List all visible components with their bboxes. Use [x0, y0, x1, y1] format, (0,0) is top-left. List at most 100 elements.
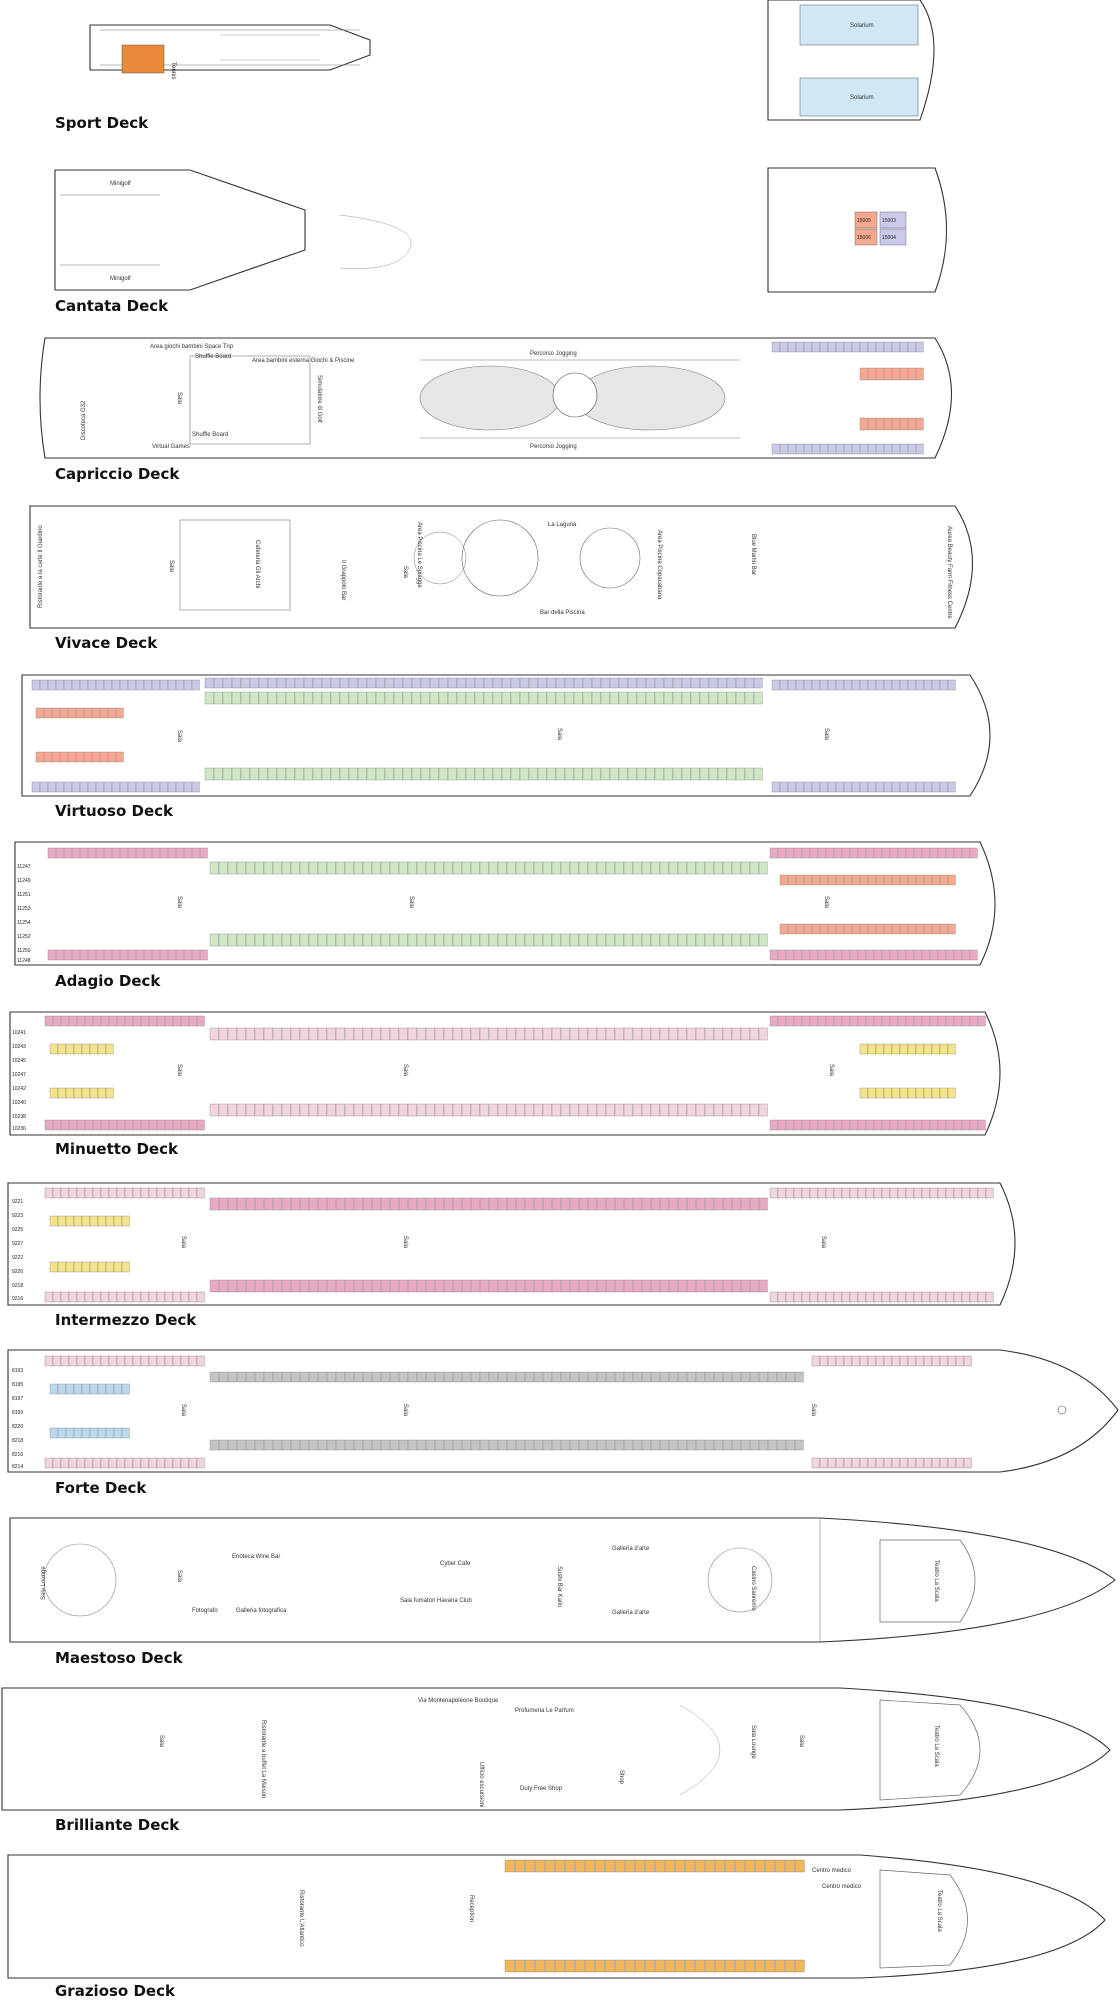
- capriccio-sala-label: Sala: [176, 392, 182, 405]
- stern-cabin-label: 10236: [12, 1126, 26, 1132]
- cabin-cell: [113, 1215, 122, 1227]
- cabin-cell: [859, 679, 868, 691]
- cabin-cell: [65, 1383, 74, 1395]
- cabin-cell: [75, 751, 84, 763]
- cabin-cell: [897, 1187, 906, 1199]
- cabin-cell: [44, 1291, 53, 1303]
- cabin-cell: [183, 949, 192, 961]
- cabin-cell: [111, 949, 120, 961]
- cabin-cell: [156, 1119, 165, 1131]
- deck-title-cantata: Cantata Deck: [55, 297, 169, 315]
- cabin-cell: [108, 1291, 117, 1303]
- cabin-cell: [276, 677, 286, 689]
- cabin-cell: [47, 949, 56, 961]
- cabin-cell: [694, 1959, 705, 1973]
- stern-cabin-label: 10242: [12, 1086, 26, 1092]
- profumeria-label: Profumeria Le Parfum: [515, 1708, 574, 1714]
- cabin-cell: [803, 679, 812, 691]
- cabin-cell: [851, 1355, 860, 1367]
- cabin-cell: [897, 1015, 906, 1027]
- deck-title-adagio: Adagio Deck: [55, 972, 161, 990]
- cabin-cell: [605, 861, 615, 875]
- cabin-cell: [52, 1119, 61, 1131]
- stern-cabin-label: 9222: [12, 1255, 23, 1261]
- cabin-cell: [299, 861, 309, 875]
- cabin-cell: [731, 933, 741, 947]
- stern-cabin-label: 10240: [12, 1100, 26, 1106]
- cabin-15006: [854, 228, 878, 246]
- cabin-cell: [115, 751, 124, 763]
- cabin-cell: [384, 691, 394, 705]
- cabin-cell: [60, 1457, 69, 1469]
- cabin-cell: [92, 1291, 101, 1303]
- cabin-cell: [380, 1197, 390, 1211]
- cabin-cell: [111, 781, 120, 793]
- cabin-cell: [913, 1015, 922, 1027]
- cabin-cell: [218, 1371, 228, 1383]
- cabin-cell: [148, 1015, 157, 1027]
- cabin-cell: [650, 1197, 660, 1211]
- cabin-cell: [519, 767, 529, 781]
- cabin-cell: [366, 677, 376, 689]
- cabin-cell: [321, 677, 331, 689]
- cabin-cell: [371, 1027, 381, 1041]
- cabin-cell: [955, 1457, 964, 1469]
- cabin-cell: [353, 1371, 363, 1383]
- cabin-cell: [506, 861, 516, 875]
- cabin-cell: [857, 1119, 866, 1131]
- cabin-cell: [188, 1355, 197, 1367]
- cabin-cell: [470, 1439, 480, 1451]
- cabin-cell: [524, 1859, 535, 1873]
- cabin-cell: [899, 417, 908, 431]
- cabin-cell: [111, 679, 120, 691]
- cabin-cell: [777, 1015, 786, 1027]
- cabin-cell: [97, 1261, 106, 1273]
- cabin-cell: [641, 861, 651, 875]
- cabin-cell: [690, 691, 700, 705]
- cabin-cell: [731, 1103, 741, 1117]
- cabin-cell: [335, 861, 345, 875]
- cabin-cell: [913, 1187, 922, 1199]
- cabin-cell: [787, 781, 796, 793]
- cabin-cell: [524, 1103, 534, 1117]
- cabin-cell: [947, 781, 956, 793]
- cabin-cell: [857, 949, 866, 961]
- cabin-cell: [582, 677, 592, 689]
- cabin-cell: [140, 1457, 149, 1469]
- cabin-cell: [71, 847, 80, 859]
- cabin-cell: [180, 1015, 189, 1027]
- cabin-cell: [100, 1015, 109, 1027]
- cabin-cell: [809, 1187, 818, 1199]
- cabin-cell: [825, 1119, 834, 1131]
- cabin-cell: [873, 847, 882, 859]
- cabin-cell: [407, 1027, 417, 1041]
- cabin-cell: [636, 691, 646, 705]
- cabin-cell: [582, 691, 592, 705]
- cabin-cell: [955, 1355, 964, 1367]
- cabin-cell: [100, 1291, 109, 1303]
- cabin-cell: [623, 1197, 633, 1211]
- cabin-cell: [258, 767, 268, 781]
- le-spiagge-label: Area Piscina Le Spiagge: [416, 522, 422, 588]
- cabin-cell: [833, 847, 842, 859]
- cabin-cell: [731, 1027, 741, 1041]
- cabin-cell: [945, 1119, 954, 1131]
- cabin-cell: [95, 679, 104, 691]
- cabin-cell: [961, 1291, 970, 1303]
- cabin-cell: [461, 1439, 471, 1451]
- cabin-cell: [699, 677, 709, 689]
- cabin-cell: [825, 847, 834, 859]
- cabin-cell: [921, 847, 930, 859]
- cabin-cell: [272, 1439, 282, 1451]
- cabin-cell: [258, 691, 268, 705]
- cabin-cell: [600, 691, 610, 705]
- outdoor-kids-area-label: Area bambini esterna Giochi & Piscine: [252, 358, 355, 364]
- cabin-cell: [889, 1119, 898, 1131]
- cabin-cell: [645, 677, 655, 689]
- cabin-cell: [659, 1371, 669, 1383]
- cabin-cell: [686, 1371, 696, 1383]
- cabin-cell: [677, 933, 687, 947]
- cabin-cell: [587, 861, 597, 875]
- cabin-cell: [931, 1457, 940, 1469]
- cabin-cell: [929, 949, 938, 961]
